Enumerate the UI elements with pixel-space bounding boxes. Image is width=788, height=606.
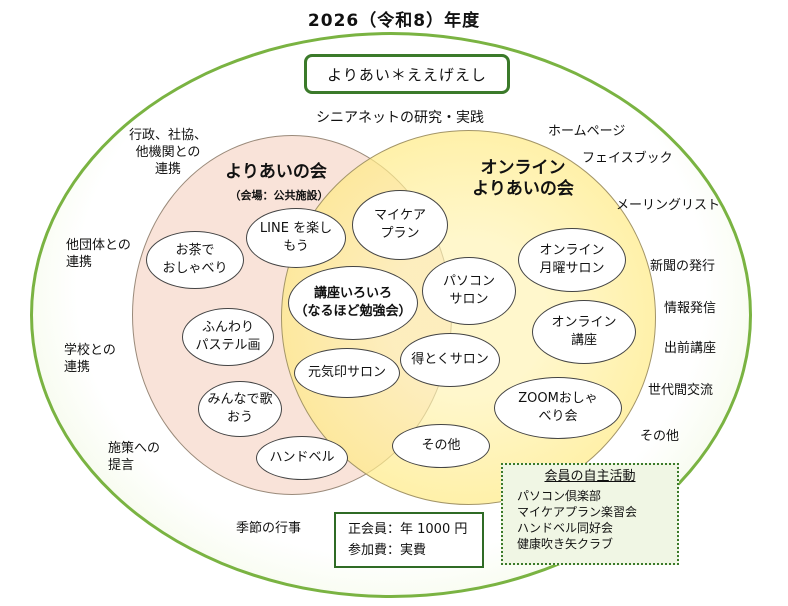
fee-participation: 参加費：実費 — [348, 543, 427, 558]
bubble-pastel-art: ふんわり パステル画 — [182, 308, 274, 366]
page-title: 2026（令和8）年度 — [307, 11, 481, 31]
yoriai-venue: （会場：公共施設） — [229, 189, 329, 202]
label-outreach-lecture: 出前講座 — [664, 341, 717, 356]
label-gov-collab: 行政、社協、 他機関との 連携 — [128, 128, 207, 177]
bubble-zoom-chat: ZOOMおしゃ べり会 — [494, 377, 622, 439]
bubble-handbell: ハンドベル — [256, 436, 348, 480]
clubs-title: 会員の自主活動 — [544, 469, 636, 484]
top-heading: シニアネットの研究・実践 — [316, 110, 484, 126]
label-newspaper: 新聞の発行 — [650, 259, 716, 274]
bubble-various-lectures: 講座いろいろ （なるほど勉強会） — [288, 266, 418, 340]
member-clubs-box: 会員の自主活動 パソコン倶楽部 マイケアプラン楽習会 ハンドベル同好会 健康吹き… — [501, 463, 679, 565]
label-mailing-list: メーリングリスト — [616, 198, 721, 213]
bubble-others-shared: その他 — [392, 424, 490, 468]
label-school-collab: 学校との 連携 — [64, 343, 116, 375]
club-item: マイケアプラン楽習会 — [517, 505, 638, 519]
online-yoriai-title: オンライン よりあいの会 — [472, 158, 574, 199]
bubble-tokutoku-salon: 得とくサロン — [400, 333, 500, 387]
program-name-box: よりあい＊ええげえし — [304, 54, 510, 94]
bubble-online-lecture: オンライン 講座 — [532, 300, 636, 364]
bubble-sing-together: みんなで歌 おう — [198, 381, 282, 437]
fee-regular-member: 正会員：年 1000 円 — [348, 522, 468, 537]
bubble-line: LINE を楽し もう — [246, 208, 346, 268]
label-seasonal-events: 季節の行事 — [236, 521, 302, 536]
label-homepage: ホームページ — [548, 124, 626, 139]
bubble-tea-chat: お茶で おしゃべり — [146, 231, 244, 289]
label-policy-proposal: 施策への 提言 — [108, 441, 161, 473]
label-group-collab: 他団体との 連携 — [66, 238, 131, 270]
bubble-pc-salon: パソコン サロン — [422, 257, 516, 325]
fee-box: 正会員：年 1000 円 参加費：実費 — [334, 512, 484, 568]
club-item: ハンドベル同好会 — [517, 521, 614, 535]
club-item: パソコン倶楽部 — [517, 489, 602, 503]
bubble-online-monday-salon: オンライン 月曜サロン — [518, 228, 626, 292]
club-item: 健康吹き矢クラブ — [517, 537, 614, 551]
bubble-my-care-plan: マイケア プラン — [352, 190, 448, 260]
label-facebook: フェイスブック — [582, 151, 673, 166]
label-others-outer: その他 — [640, 429, 680, 444]
label-intergenerational: 世代間交流 — [648, 383, 714, 398]
label-info-sharing: 情報発信 — [664, 301, 717, 316]
yoriai-title: よりあいの会 — [225, 162, 327, 182]
bubble-genki-salon: 元気印サロン — [294, 348, 400, 398]
